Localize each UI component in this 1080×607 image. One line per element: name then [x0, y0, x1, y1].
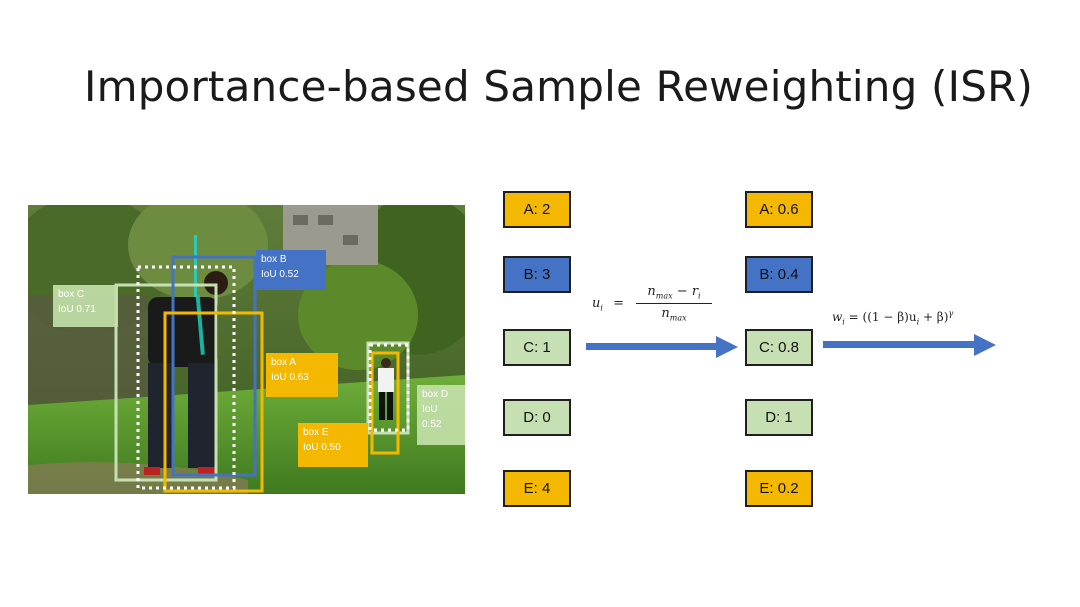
rank-box-e: E: 4: [503, 470, 571, 507]
box-c-label: box C IoU 0.71: [53, 285, 118, 327]
rank-box-b: B: 3: [503, 256, 571, 293]
box-b-outline: [171, 255, 257, 477]
weight-box-d: D: 1: [745, 399, 813, 436]
ground-truth-player: [368, 343, 410, 432]
weight-box-a: A: 0.6: [745, 191, 813, 228]
box-e-outline: [370, 351, 400, 455]
slide-title: Importance-based Sample Reweighting (ISR…: [84, 62, 1034, 111]
arrow-rank-to-weight: [586, 336, 738, 358]
box-d-outline: [366, 341, 410, 435]
formula-u-fraction: nmax − ri nmax: [636, 284, 712, 322]
arrow-weight-out: [823, 334, 996, 356]
detection-photo: box C IoU 0.71 box B IoU 0.52 box A IoU …: [28, 205, 465, 494]
box-e-label: box E IoU 0.50: [298, 423, 368, 467]
rank-box-a: A: 2: [503, 191, 571, 228]
distant-player: [378, 358, 394, 420]
box-a-outline: [163, 311, 264, 493]
rank-box-c: C: 1: [503, 329, 571, 366]
box-a-label: box A IoU 0.63: [266, 353, 338, 397]
formula-w: wi = ((1 − β)ui + β)γ: [832, 309, 954, 327]
photo-scene: [28, 205, 465, 494]
formula-u: ui =: [592, 296, 624, 313]
weight-box-c: C: 0.8: [745, 329, 813, 366]
box-d-label: box D IoU 0.52: [417, 385, 465, 445]
ground-truth-batter: [136, 265, 236, 490]
box-b-label: box B IoU 0.52: [256, 250, 326, 290]
formula-u-denominator: nmax: [636, 302, 712, 322]
rank-box-d: D: 0: [503, 399, 571, 436]
formula-u-numerator: nmax − ri: [647, 284, 701, 301]
weight-box-b: B: 0.4: [745, 256, 813, 293]
weight-box-e: E: 0.2: [745, 470, 813, 507]
